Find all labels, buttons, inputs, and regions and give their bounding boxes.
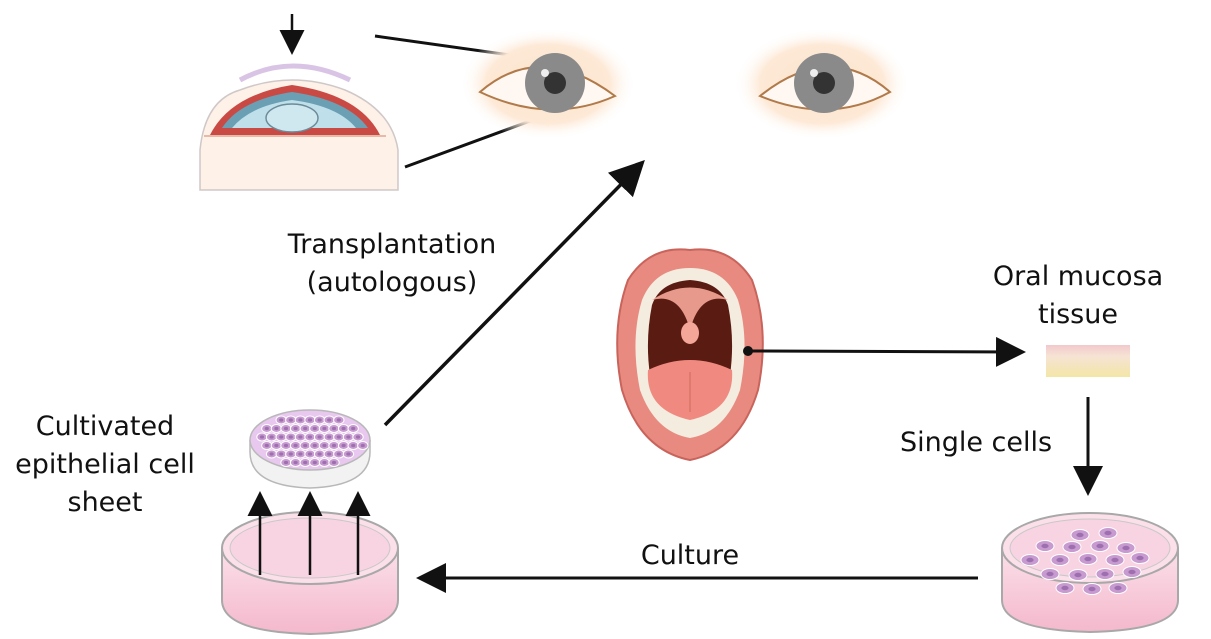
- cultivated-sheet-label-line-2: epithelial cell: [2, 446, 208, 484]
- oral-mucosa-tissue-sample: [1046, 345, 1130, 377]
- sheet-cell-nucleus: [342, 427, 346, 430]
- sheet-cell-nucleus: [313, 461, 317, 464]
- single-cell-nucleus: [1101, 572, 1108, 576]
- sheet-cell-nucleus: [260, 435, 264, 438]
- sheet-cell-nucleus: [318, 418, 322, 421]
- single-cell-nucleus: [1096, 544, 1103, 548]
- single-cell-nucleus: [1074, 573, 1081, 577]
- sheet-cell-nucleus: [351, 444, 355, 447]
- biopsy-arrow: [748, 351, 1020, 352]
- sheet-cell-nucleus: [313, 427, 317, 430]
- single-cell-nucleus: [1128, 570, 1135, 574]
- single-cell-nucleus: [1068, 545, 1075, 549]
- sheet-cell-nucleus: [289, 418, 293, 421]
- sheet-cell-nucleus: [303, 427, 307, 430]
- sheet-cell-nucleus: [346, 452, 350, 455]
- right-eye: [460, 28, 636, 140]
- single-cell-nucleus: [1088, 587, 1095, 591]
- sheet-cell-nucleus: [342, 444, 346, 447]
- oral-mucosa-label-line-2: tissue: [985, 296, 1171, 334]
- sheet-cell-nucleus: [270, 435, 274, 438]
- single-cell-nucleus: [1056, 558, 1063, 562]
- sheet-cell-nucleus: [327, 418, 331, 421]
- sheet-cell-nucleus: [332, 427, 336, 430]
- sheet-cell-nucleus: [322, 461, 326, 464]
- sheet-cell-nucleus: [274, 444, 278, 447]
- sheet-cell-nucleus: [294, 461, 298, 464]
- sheet-cell-nucleus: [322, 427, 326, 430]
- single-cell-nucleus: [1114, 586, 1121, 590]
- single-cell-nucleus: [1046, 572, 1053, 576]
- single-cell-nucleus: [1026, 558, 1033, 562]
- sheet-cell-nucleus: [298, 418, 302, 421]
- single-cell-nucleus: [1084, 557, 1091, 561]
- single-cell-nucleus: [1136, 556, 1143, 560]
- sheet-cell-nucleus: [337, 435, 341, 438]
- sheet-cell-nucleus: [337, 452, 341, 455]
- culture-label: Culture: [630, 537, 750, 575]
- sheet-cell-nucleus: [284, 427, 288, 430]
- open-mouth: [617, 249, 763, 460]
- sheet-cell-nucleus: [284, 461, 288, 464]
- sheet-cell-nucleus: [318, 452, 322, 455]
- sheet-cell-nucleus: [308, 435, 312, 438]
- sheet-cell-nucleus: [337, 418, 341, 421]
- sheet-cell-nucleus: [279, 418, 283, 421]
- single-cells-dish: [1002, 513, 1178, 632]
- cultivated-sheet-label: Cultivated epithelial cell sheet: [2, 408, 208, 522]
- sheet-cell-nucleus: [303, 461, 307, 464]
- sheet-cell-nucleus: [289, 452, 293, 455]
- sheet-cell-nucleus: [289, 435, 293, 438]
- single-cell-nucleus: [1041, 544, 1048, 548]
- single-cells-label: Single cells: [896, 424, 1056, 462]
- sheet-cell-nucleus: [298, 435, 302, 438]
- sheet-cell-nucleus: [270, 452, 274, 455]
- sheet-cell-nucleus: [265, 427, 269, 430]
- sheet-cell-nucleus: [274, 427, 278, 430]
- single-cells-label-text: Single cells: [896, 424, 1056, 462]
- sheet-cell-nucleus: [308, 418, 312, 421]
- sheet-cell-nucleus: [327, 452, 331, 455]
- cultivated-sheet-label-line-1: Cultivated: [2, 408, 208, 446]
- sheet-cell-nucleus: [332, 444, 336, 447]
- sheet-cell-nucleus: [322, 444, 326, 447]
- sheet-cell-nucleus: [303, 444, 307, 447]
- sheet-cell-nucleus: [284, 444, 288, 447]
- sheet-cell-nucleus: [294, 427, 298, 430]
- single-cell-nucleus: [1111, 558, 1118, 562]
- cornea-cross-section: [200, 14, 398, 190]
- cultivated-sheet-label-line-3: sheet: [2, 484, 208, 522]
- sheet-cell-nucleus: [332, 461, 336, 464]
- sheet-cell-nucleus: [279, 452, 283, 455]
- sheet-cell-nucleus: [318, 435, 322, 438]
- transplantation-label-line-2: (autologous): [282, 264, 502, 302]
- sheet-cell-nucleus: [313, 444, 317, 447]
- contact-lens: [240, 66, 350, 80]
- transplantation-label-line-1: Transplantation: [282, 226, 502, 264]
- sheet-cell-nucleus: [279, 435, 283, 438]
- sheet-cell-nucleus: [294, 444, 298, 447]
- sheet-cell-nucleus: [361, 444, 365, 447]
- sheet-cell-nucleus: [265, 444, 269, 447]
- sheet-cell-nucleus: [327, 435, 331, 438]
- single-cell-nucleus: [1122, 546, 1129, 550]
- sheet-cell-nucleus: [298, 452, 302, 455]
- transplantation-label: Transplantation (autologous): [282, 226, 502, 302]
- single-cell-nucleus: [1061, 586, 1068, 590]
- left-eye: [734, 28, 910, 140]
- oral-mucosa-label: Oral mucosa tissue: [985, 258, 1171, 334]
- sheet-cell-nucleus: [308, 452, 312, 455]
- sheet-cell-nucleus: [351, 427, 355, 430]
- culture-label-text: Culture: [630, 537, 750, 575]
- single-cell-nucleus: [1104, 531, 1111, 535]
- sheet-cell-nucleus: [346, 435, 350, 438]
- single-cell-nucleus: [1076, 533, 1083, 537]
- oral-mucosa-label-line-1: Oral mucosa: [985, 258, 1171, 296]
- sheet-cell-nucleus: [356, 435, 360, 438]
